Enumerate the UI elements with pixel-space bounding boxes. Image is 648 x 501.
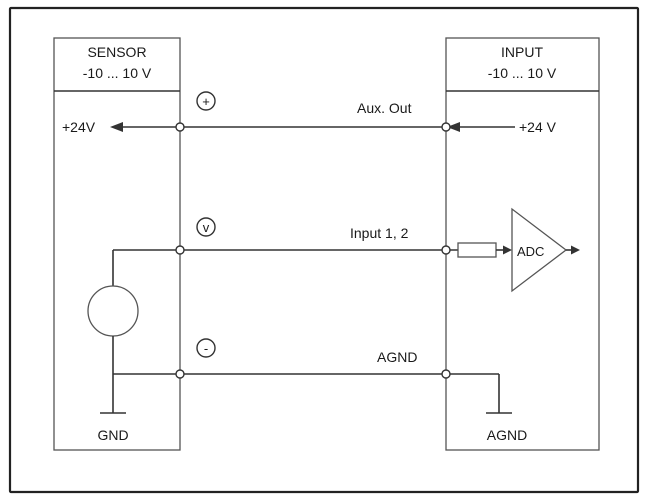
agnd-label: AGND xyxy=(487,427,527,443)
sensor-source: GND xyxy=(87,250,139,443)
plus-terminal-marker xyxy=(196,91,216,111)
ground-line: AGND - AGND xyxy=(113,338,527,443)
plus-terminal-symbol: + xyxy=(202,94,210,109)
left-supply-arrow xyxy=(110,122,123,132)
sensor-aux-node xyxy=(175,122,185,132)
adc-output-arrow xyxy=(571,245,580,255)
v-terminal-marker xyxy=(196,217,216,237)
minus-terminal-marker xyxy=(196,338,216,358)
input-resistor xyxy=(457,242,497,258)
sensor-signal-node xyxy=(175,245,185,255)
adc-input-arrow xyxy=(503,245,512,255)
signal-line: Input 1, 2 v ADC xyxy=(113,207,580,293)
input-label: Input 1, 2 xyxy=(350,225,409,241)
input-ground-node xyxy=(441,369,451,379)
input-aux-node xyxy=(441,122,451,132)
v-terminal-symbol: v xyxy=(203,220,210,235)
input-title: INPUT xyxy=(501,44,543,60)
sensor-block: SENSOR -10 ... 10 V xyxy=(53,37,181,451)
gnd-label: GND xyxy=(97,427,128,443)
sensor-title: SENSOR xyxy=(87,44,146,60)
sensor-range: -10 ... 10 V xyxy=(83,65,152,81)
input-signal-node xyxy=(441,245,451,255)
sensor-ground-node xyxy=(175,369,185,379)
agnd-line-label: AGND xyxy=(377,349,417,365)
minus-terminal-symbol: - xyxy=(204,341,208,356)
right-supply-label: +24 V xyxy=(519,119,557,135)
sensor-box xyxy=(53,37,181,451)
adc-amplifier xyxy=(511,207,568,293)
right-supply-arrow xyxy=(447,122,460,132)
adc-label: ADC xyxy=(517,244,544,259)
input-range: -10 ... 10 V xyxy=(488,65,557,81)
voltage-source-icon xyxy=(87,285,139,337)
aux-out-label: Aux. Out xyxy=(357,100,412,116)
terminal-nodes xyxy=(175,122,451,379)
left-supply-label: +24V xyxy=(62,119,96,135)
